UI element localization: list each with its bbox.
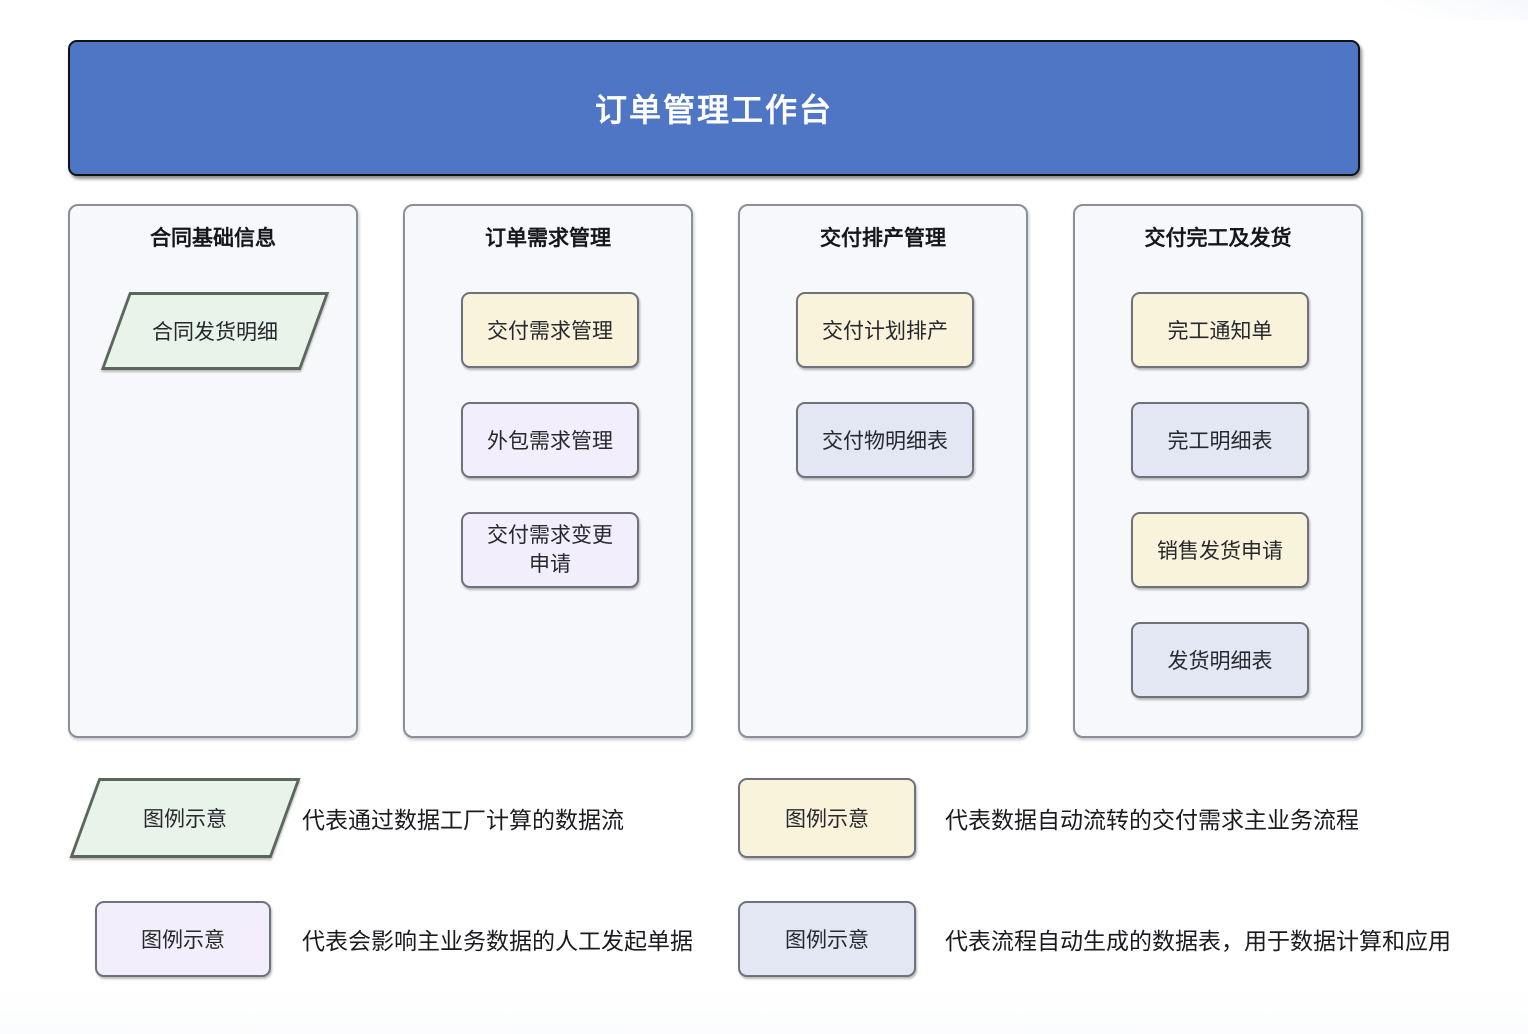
column-title: 交付排产管理 — [820, 227, 946, 250]
bottom-wash-decoration — [0, 988, 1528, 1034]
node-contract-shipping-detail: 合同发货明细 — [100, 292, 330, 370]
page-title: 订单管理工作台 — [594, 92, 833, 128]
node-shipping-detail-table: 发货明细表 — [1131, 622, 1309, 698]
node-delivery-plan-scheduling: 交付计划排产 — [796, 292, 974, 368]
node-outsourcing-demand-management: 外包需求管理 — [461, 402, 639, 478]
node-label: 交付需求变更申请 — [487, 523, 613, 576]
legend-sample-label: 图例示意 — [143, 808, 227, 831]
node-deliverable-detail-table: 交付物明细表 — [796, 402, 974, 478]
column-delivery-completion-and-shipping: 交付完工及发货 完工通知单 完工明细表 销售发货申请 发货明细表 — [1073, 204, 1363, 738]
column-contract-base-info: 合同基础信息 合同发货明细 — [68, 204, 358, 738]
legend-sample-label: 图例示意 — [785, 808, 869, 831]
legend-swatch-manual-document: 图例示意 — [95, 901, 271, 977]
node-sales-shipping-request: 销售发货申请 — [1131, 512, 1309, 588]
diagram-title-banner: 订单管理工作台 — [68, 40, 1360, 176]
legend-sample-label: 图例示意 — [141, 929, 225, 952]
node-delivery-demand-management: 交付需求管理 — [461, 292, 639, 368]
legend-description-dataflow: 代表通过数据工厂计算的数据流 — [302, 807, 624, 833]
node-label: 完工明细表 — [1167, 430, 1273, 453]
node-delivery-demand-change-request: 交付需求变更申请 — [461, 512, 639, 588]
node-label: 合同发货明细 — [152, 321, 278, 344]
legend-sample-label: 图例示意 — [785, 929, 869, 952]
node-label: 外包需求管理 — [487, 430, 613, 453]
column-title: 订单需求管理 — [485, 227, 611, 250]
node-completion-detail-table: 完工明细表 — [1131, 402, 1309, 478]
node-label: 交付需求管理 — [487, 320, 613, 343]
legend-swatch-dataflow: 图例示意 — [69, 778, 301, 858]
legend-description-generated-table: 代表流程自动生成的数据表，用于数据计算和应用 — [945, 928, 1451, 954]
node-completion-notice: 完工通知单 — [1131, 292, 1309, 368]
node-label: 发货明细表 — [1167, 650, 1273, 673]
node-label: 完工通知单 — [1167, 320, 1273, 343]
legend-description-manual-document: 代表会影响主业务数据的人工发起单据 — [302, 928, 693, 954]
node-label: 交付计划排产 — [822, 320, 948, 343]
legend-swatch-main-process: 图例示意 — [738, 778, 916, 858]
column-order-demand-management: 订单需求管理 交付需求管理 外包需求管理 交付需求变更申请 — [403, 204, 693, 738]
corner-wash-decoration — [1378, 0, 1528, 20]
column-title: 交付完工及发货 — [1144, 227, 1292, 250]
column-delivery-scheduling-management: 交付排产管理 交付计划排产 交付物明细表 — [738, 204, 1028, 738]
node-label: 交付物明细表 — [822, 430, 948, 453]
column-title: 合同基础信息 — [150, 227, 276, 250]
node-label: 销售发货申请 — [1157, 540, 1283, 563]
legend-swatch-generated-table: 图例示意 — [738, 901, 916, 977]
legend-description-main-process: 代表数据自动流转的交付需求主业务流程 — [945, 807, 1359, 833]
